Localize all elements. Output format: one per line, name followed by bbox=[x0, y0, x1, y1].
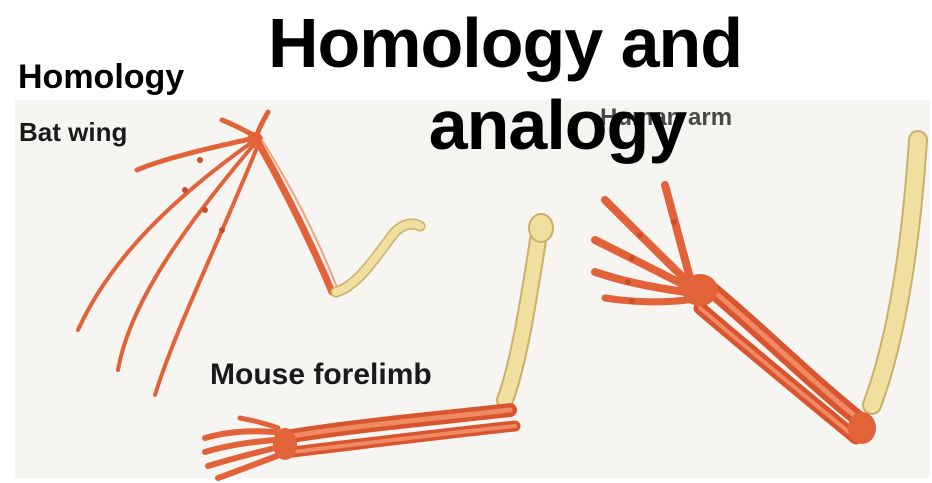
mouse-digit-5 bbox=[240, 418, 278, 428]
mouse-forelimb-label: Mouse forelimb bbox=[210, 358, 432, 392]
title-line-1: Homology and bbox=[268, 4, 742, 82]
bat-wing-label: Bat wing bbox=[19, 117, 127, 148]
bat-digit-3 bbox=[118, 142, 256, 370]
mouse-digit-1 bbox=[205, 431, 275, 438]
title-line-2: analogy bbox=[160, 84, 850, 166]
bat-digit-2 bbox=[78, 140, 255, 330]
human-finger-4 bbox=[605, 298, 688, 302]
human-arm bbox=[595, 140, 918, 444]
slide-title: Homology and analogy bbox=[160, 2, 850, 166]
